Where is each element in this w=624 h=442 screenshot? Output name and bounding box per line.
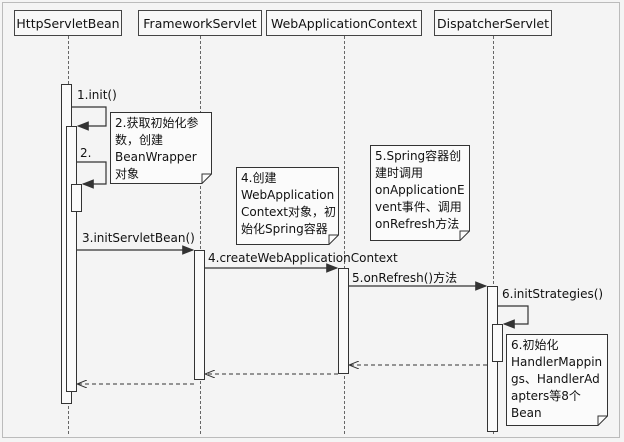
note-step4: 4.创建 WebApplication Context对象，初 始化Spring… xyxy=(236,167,339,245)
message-label-3: 3.initServletBean() xyxy=(82,231,195,245)
message-label-1: 1.init() xyxy=(77,88,117,102)
message-label-2: 2. xyxy=(80,146,92,160)
activation-httpservletbean-init xyxy=(66,126,77,392)
note-step5: 5.Spring容器创 建时调用 onApplicationE vent事件、调… xyxy=(370,145,470,241)
arrow-initstrategies xyxy=(498,305,529,329)
activation-dispatcherservlet-self xyxy=(492,324,503,362)
note-step2: 2.获取初始化参 数，创建 BeanWrapper 对象 xyxy=(110,112,212,184)
arrow-init xyxy=(72,106,107,131)
activation-frameworkservlet xyxy=(194,250,205,380)
note-step5-text: 5.Spring容器创 建时调用 onApplicationE vent事件、调… xyxy=(375,149,465,231)
message-label-6: 6.initStrategies() xyxy=(502,287,604,301)
participant-httpservletbean: HttpServletBean xyxy=(14,10,122,36)
lifeline-dispatcherservlet xyxy=(493,36,494,434)
note-step6-text: 6.初始化 HandlerMappin gs、HandlerAd apters等… xyxy=(511,338,603,420)
message-label-5: 5.onRefresh()方法 xyxy=(352,271,458,285)
lifeline-frameworkservlet xyxy=(200,36,201,434)
participant-webapplicationcontext: WebApplicationContext xyxy=(266,10,422,36)
participant-frameworkservlet: FrameworkServlet xyxy=(138,10,262,36)
activation-webapplicationcontext xyxy=(338,268,349,374)
activation-httpservletbean-self xyxy=(71,184,82,212)
participant-dispatcherservlet: DispatcherServlet xyxy=(434,10,552,36)
note-step6: 6.初始化 HandlerMappin gs、HandlerAd apters等… xyxy=(506,334,608,426)
note-step2-text: 2.获取初始化参 数，创建 BeanWrapper 对象 xyxy=(115,116,199,181)
arrow-step2 xyxy=(77,161,107,189)
lifeline-webapplicationcontext xyxy=(344,36,345,434)
diagram-frame xyxy=(2,2,620,438)
note-step4-text: 4.创建 WebApplication Context对象，初 始化Spring… xyxy=(241,171,337,236)
message-label-4: 4.createWebApplicationContext xyxy=(208,251,398,265)
